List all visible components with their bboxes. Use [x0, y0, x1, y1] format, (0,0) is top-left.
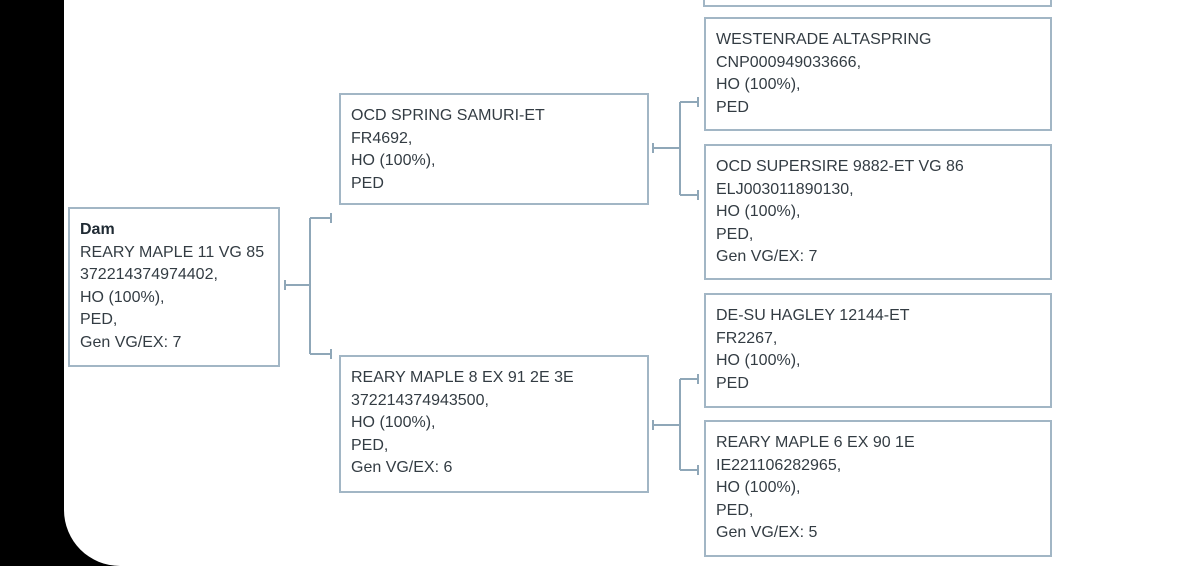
node-dam-dam-line-3: HO (100%), — [716, 479, 801, 496]
node-sire-dam[interactable]: OCD SUPERSIRE 9882-ET VG 86 ELJ003011890… — [704, 144, 1052, 280]
node-sire-of-dam-line-2: FR4692, — [351, 129, 413, 147]
node-sire-dam-line-4: PED, — [716, 225, 754, 243]
node-sire-dam-line-1: OCD SUPERSIRE 9882-ET VG 86 — [716, 158, 964, 175]
node-sire-sire-line-1: WESTENRADE ALTASPRING — [716, 31, 932, 48]
node-dam-dam-line-5: Gen VG/EX: 5 — [716, 524, 818, 541]
node-dam-sire-line-3: HO (100%), — [716, 352, 801, 369]
node-dam-line-2: 372214374974402, — [80, 266, 218, 283]
node-dam-sire[interactable]: DE-SU HAGLEY 12144-ET FR2267, HO (100%),… — [704, 293, 1052, 408]
node-dam-line-4: PED, — [80, 311, 118, 328]
partial-node-top — [703, 0, 1052, 7]
node-dam-sire-line-4: PED — [716, 374, 749, 392]
node-sire-sire-line-2: CNP000949033666, — [716, 53, 862, 71]
node-dam-of-dam-line-4: PED, — [351, 436, 389, 454]
node-dam-dam[interactable]: REARY MAPLE 6 EX 90 1E IE221106282965, H… — [704, 420, 1052, 557]
node-dam-line-5: Gen VG/EX: 7 — [80, 333, 182, 351]
node-dam-line-3: HO (100%), — [80, 288, 165, 306]
node-sire-dam-line-3: HO (100%), — [716, 203, 801, 220]
node-dam[interactable]: Dam REARY MAPLE 11 VG 85 372214374974402… — [68, 207, 280, 367]
node-sire-of-dam[interactable]: OCD SPRING SAMURI-ET FR4692, HO (100%), … — [339, 93, 649, 205]
node-dam-dam-line-4: PED, — [716, 501, 754, 519]
node-dam-dam-line-1: REARY MAPLE 6 EX 90 1E — [716, 434, 915, 451]
node-dam-of-dam-line-1: REARY MAPLE 8 EX 91 2E 3E — [351, 369, 574, 386]
node-sire-sire[interactable]: WESTENRADE ALTASPRING CNP000949033666, H… — [704, 17, 1052, 131]
node-sire-sire-line-3: HO (100%), — [716, 76, 801, 93]
node-sire-sire-line-4: PED — [716, 98, 749, 116]
node-sire-dam-line-5: Gen VG/EX: 7 — [716, 248, 818, 265]
node-dam-of-dam-line-5: Gen VG/EX: 6 — [351, 459, 453, 476]
node-sire-of-dam-line-1: OCD SPRING SAMURI-ET — [351, 107, 545, 124]
node-dam-sire-line-2: FR2267, — [716, 329, 778, 347]
node-dam-line-1: REARY MAPLE 11 VG 85 — [80, 243, 265, 261]
node-dam-sire-line-1: DE-SU HAGLEY 12144-ET — [716, 307, 910, 324]
node-dam-dam-line-2: IE221106282965, — [716, 456, 842, 474]
node-dam-of-dam-line-2: 372214374943500, — [351, 391, 489, 409]
node-sire-of-dam-line-4: PED — [351, 174, 384, 192]
node-sire-of-dam-line-3: HO (100%), — [351, 152, 436, 169]
node-dam-heading: Dam — [80, 221, 115, 238]
node-sire-dam-line-2: ELJ003011890130, — [716, 180, 854, 198]
node-dam-of-dam-line-3: HO (100%), — [351, 414, 436, 431]
node-dam-of-dam[interactable]: REARY MAPLE 8 EX 91 2E 3E 37221437494350… — [339, 355, 649, 493]
